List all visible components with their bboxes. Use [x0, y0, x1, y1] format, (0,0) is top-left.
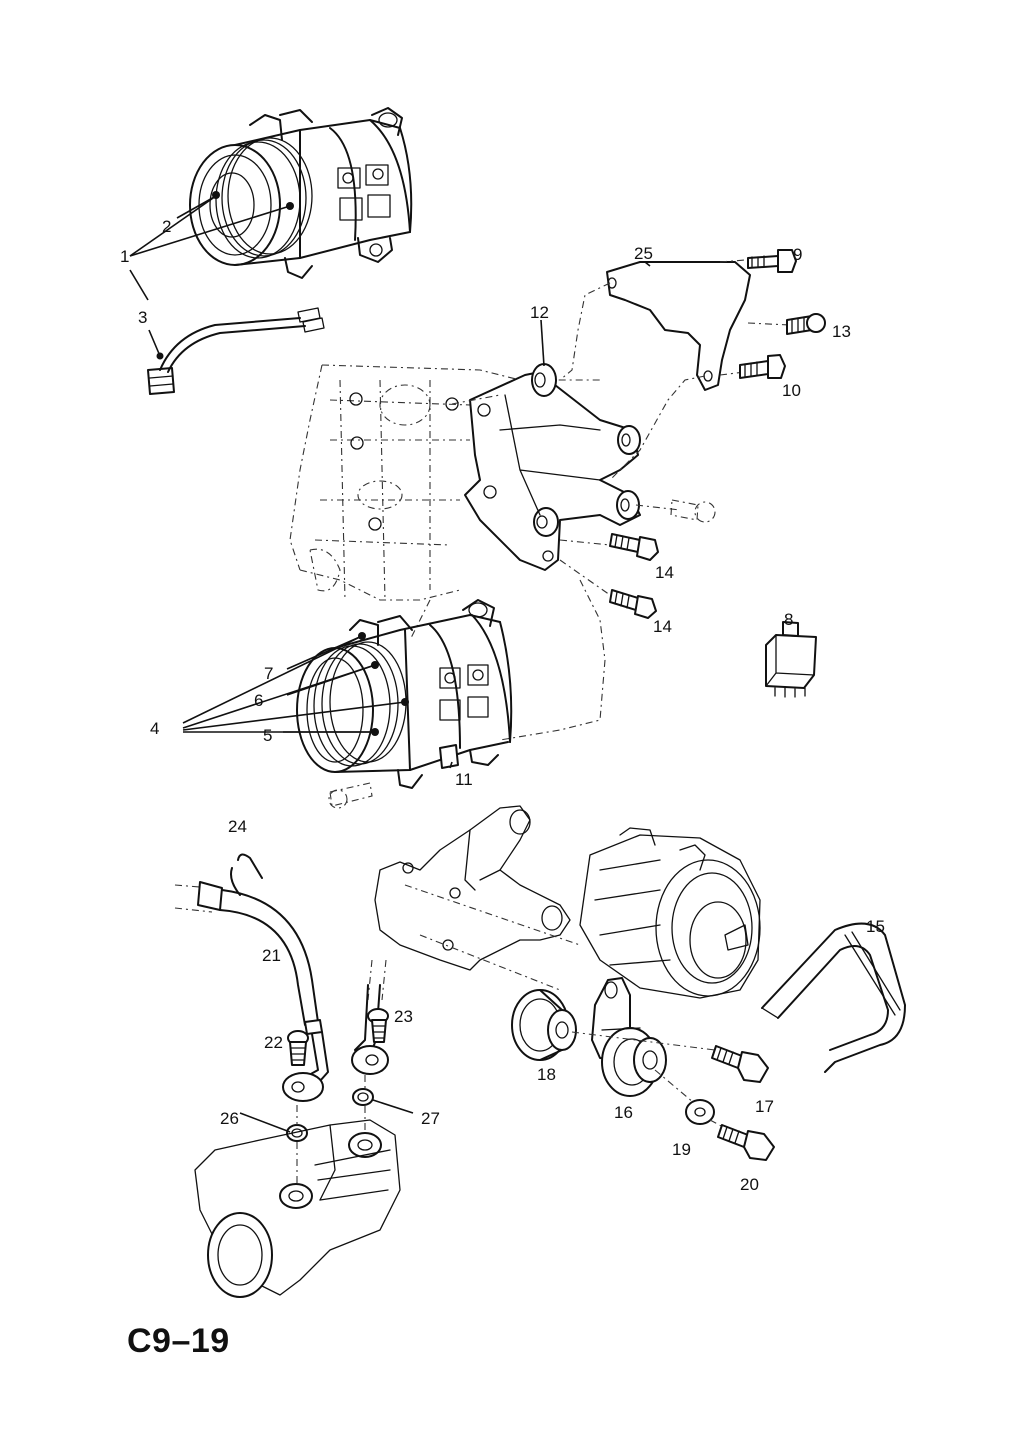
- bolt-13: [786, 313, 826, 335]
- bolt-14-upper: [609, 533, 659, 561]
- bolt-20: [709, 1119, 775, 1161]
- callout-12: 12: [530, 303, 549, 322]
- callout-16: 16: [614, 1103, 633, 1122]
- support-bracket: [606, 261, 751, 391]
- callout-26: 26: [220, 1109, 239, 1128]
- compressor-port-housing: [194, 1119, 401, 1298]
- callout-21: 21: [262, 946, 281, 965]
- bolt-17: [571, 1031, 769, 1083]
- callout-14-upper: 14: [655, 563, 674, 582]
- compressor-middle: [296, 599, 513, 809]
- belt-tensioner: [591, 977, 667, 1097]
- callout-14-lower: 14: [653, 617, 672, 636]
- ghost-bolt: [670, 499, 716, 523]
- callout-18: 18: [537, 1065, 556, 1084]
- callout-17: 17: [755, 1097, 774, 1116]
- callout-23: 23: [394, 1007, 413, 1026]
- callout-20: 20: [740, 1175, 759, 1194]
- callout-15: 15: [866, 917, 885, 936]
- page-code: C9–19: [127, 1322, 230, 1360]
- relay: [765, 621, 817, 698]
- compressor-top: [189, 107, 413, 279]
- bolt-23: [367, 1008, 389, 1043]
- callout-7: 7: [264, 664, 273, 683]
- suction-hose: [174, 853, 329, 1102]
- pressure-switch-with-leads: [147, 307, 325, 395]
- callout-10: 10: [782, 381, 801, 400]
- compressor-mounting-bracket: [464, 363, 641, 571]
- callout-25: 25: [634, 244, 653, 263]
- callout-27: 27: [421, 1109, 440, 1128]
- drive-belt: [761, 922, 906, 1073]
- washer: [654, 1069, 715, 1125]
- bolt-9: [747, 249, 797, 273]
- callout-labels: 2 1 3 25 9 12 13 10 14 14 8 7 6 4 5 11 2…: [120, 217, 885, 1194]
- o-ring-26: [286, 1105, 308, 1185]
- callout-9: 9: [793, 245, 802, 264]
- leader-lines: [129, 195, 651, 1133]
- bolt-10: [739, 354, 786, 379]
- callout-5: 5: [263, 726, 272, 745]
- o-ring-27: [352, 1075, 374, 1135]
- callout-1: 1: [120, 247, 129, 266]
- callout-3: 3: [138, 308, 147, 327]
- callout-13: 13: [832, 322, 851, 341]
- callout-11: 11: [455, 770, 473, 789]
- bolt-14-lower: [609, 589, 657, 619]
- callout-2: 2: [162, 217, 171, 236]
- assembly-guide-lines: [409, 259, 791, 741]
- idler-pulley: [511, 989, 577, 1061]
- bolt-22: [287, 1030, 309, 1066]
- callout-24: 24: [228, 817, 247, 836]
- callout-8: 8: [784, 610, 793, 629]
- callout-22: 22: [264, 1033, 283, 1052]
- callout-6: 6: [254, 691, 263, 710]
- lower-engine-bracket: [374, 805, 581, 991]
- compressor-lower: [579, 827, 761, 999]
- callout-4: 4: [150, 719, 159, 738]
- callout-19: 19: [672, 1140, 691, 1159]
